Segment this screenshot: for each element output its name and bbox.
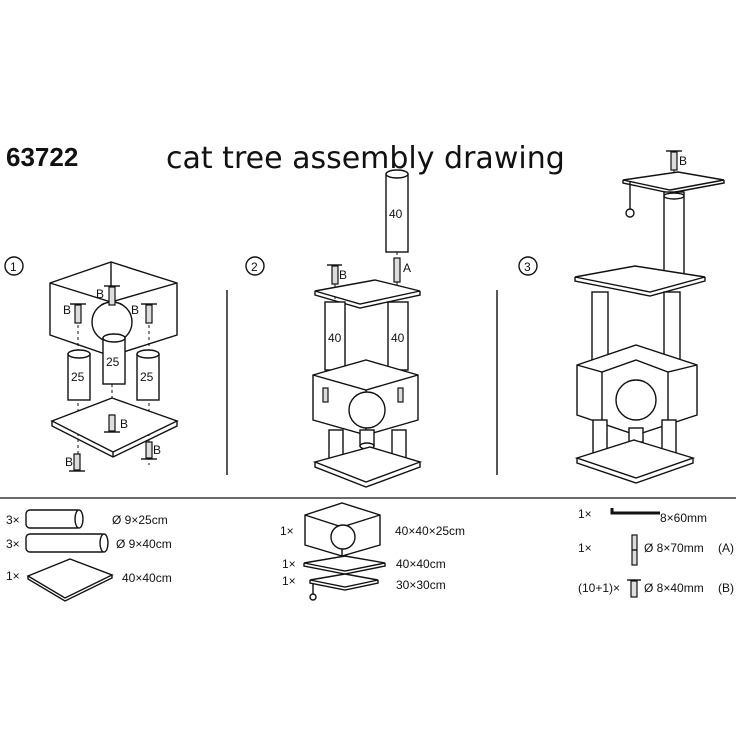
long-post-icon bbox=[25, 533, 107, 553]
top-platform-icon bbox=[309, 573, 379, 601]
parts-right-tag-2: (A) bbox=[718, 541, 734, 555]
parts-right-qty-1: 1× bbox=[578, 507, 592, 521]
step-1-base-screw-label-mid: B bbox=[120, 417, 128, 431]
step-1-post-label-mid: 25 bbox=[106, 355, 120, 369]
step-2-screw-b-label: B bbox=[339, 268, 347, 282]
parts-middle-qty-2: 1× bbox=[282, 557, 296, 571]
step-2-house bbox=[312, 359, 419, 436]
step-3-post-left bbox=[591, 291, 609, 363]
parts-left-qty-3: 1× bbox=[6, 569, 20, 583]
step-2-screw-a-label: A bbox=[403, 261, 411, 275]
step-2-number: 2 bbox=[251, 260, 258, 274]
parts-right-spec-2: Ø 8×70mm bbox=[644, 541, 704, 555]
step-3-number: 3 bbox=[524, 260, 531, 274]
parts-left-spec-3: 40×40cm bbox=[122, 571, 172, 585]
parts-left-qty-1: 3× bbox=[6, 513, 20, 527]
page-title: cat tree assembly drawing bbox=[166, 141, 565, 176]
step-1-screw-label-left: B bbox=[63, 303, 71, 317]
parts-middle: 1× 40×40×25cm 1× 40×40cm 1× 30×30cm bbox=[280, 502, 465, 601]
parts-middle-spec-1: 40×40×25cm bbox=[395, 524, 465, 538]
step-1-post-label-right: 25 bbox=[140, 370, 154, 384]
step-2-top-post: 40 bbox=[385, 169, 409, 253]
step-3-badge bbox=[518, 256, 538, 276]
parts-left: 3× Ø 9×25cm 3× Ø 9×40cm 1× 40×40cm bbox=[6, 509, 172, 602]
step-3-house bbox=[576, 344, 698, 436]
step-1: 1 B B B bbox=[4, 256, 179, 472]
step-1-posts: 25 25 25 bbox=[67, 333, 160, 401]
step-1-badge bbox=[4, 256, 24, 276]
parts-right-tag-3: (B) bbox=[718, 581, 734, 595]
parts-right: 1× 8×60mm 1× Ø 8×70mm (A) (10+1)× Ø 8×40… bbox=[578, 507, 734, 598]
step-2-base-board bbox=[312, 446, 423, 488]
step-1-screw-label-right: B bbox=[131, 303, 139, 317]
parts-left-spec-2: Ø 9×40cm bbox=[116, 537, 172, 551]
step-3-post-right bbox=[663, 291, 681, 363]
step-2-post-label-left: 40 bbox=[328, 331, 342, 345]
step-2-post-label-right: 40 bbox=[391, 331, 405, 345]
step-3-toy-ball bbox=[625, 208, 635, 218]
step-3-base-board bbox=[574, 439, 696, 484]
parts-middle-qty-1: 1× bbox=[280, 524, 294, 538]
parts-right-spec-3: Ø 8×40mm bbox=[644, 581, 704, 595]
house-box-icon bbox=[304, 502, 381, 557]
step-1-base-screw-label-left: B bbox=[65, 455, 73, 469]
step-1-number: 1 bbox=[10, 260, 17, 274]
step-2-top-post-label: 40 bbox=[389, 207, 403, 221]
step-1-screw-label-mid: B bbox=[96, 287, 104, 301]
step-1-post-label-left: 25 bbox=[71, 370, 85, 384]
platform-icon bbox=[303, 555, 386, 575]
step-3-tall-post bbox=[663, 191, 685, 281]
step-2-badge bbox=[245, 256, 265, 276]
step-2-platform bbox=[314, 279, 421, 309]
step-1-house-screws: B B B bbox=[63, 285, 157, 324]
parts-right-spec-1: 8×60mm bbox=[660, 511, 707, 525]
step-3: 3 B bbox=[518, 150, 725, 484]
parts-right-qty-2: 1× bbox=[578, 541, 592, 555]
parts-middle-spec-3: 30×30cm bbox=[396, 578, 446, 592]
step-1-base-screws: B B B bbox=[65, 414, 161, 472]
parts-middle-spec-2: 40×40cm bbox=[396, 557, 446, 571]
step-1-base-screw-label-right: B bbox=[153, 443, 161, 457]
allen-key-icon bbox=[610, 508, 660, 515]
step-3-top-platform bbox=[622, 171, 725, 194]
parts-left-qty-2: 3× bbox=[6, 537, 20, 551]
parts-right-qty-3: (10+1)× bbox=[578, 581, 620, 595]
short-post-icon bbox=[25, 509, 82, 529]
step-3-top-screw bbox=[670, 151, 678, 171]
model-number: 63722 bbox=[6, 142, 78, 172]
bolt-b-icon bbox=[630, 580, 638, 598]
step-2-lower-posts bbox=[328, 429, 407, 461]
step-3-mid-platform bbox=[574, 265, 706, 297]
parts-middle-qty-3: 1× bbox=[282, 574, 296, 588]
step-2-screw-b bbox=[331, 265, 339, 285]
step-2: 2 40 A B 40 40 bbox=[245, 169, 423, 488]
step-2-screw-a bbox=[393, 257, 401, 283]
base-board-icon bbox=[26, 558, 114, 602]
parts-left-spec-1: Ø 9×25cm bbox=[112, 513, 168, 527]
step-3-top-screw-label: B bbox=[679, 154, 687, 168]
